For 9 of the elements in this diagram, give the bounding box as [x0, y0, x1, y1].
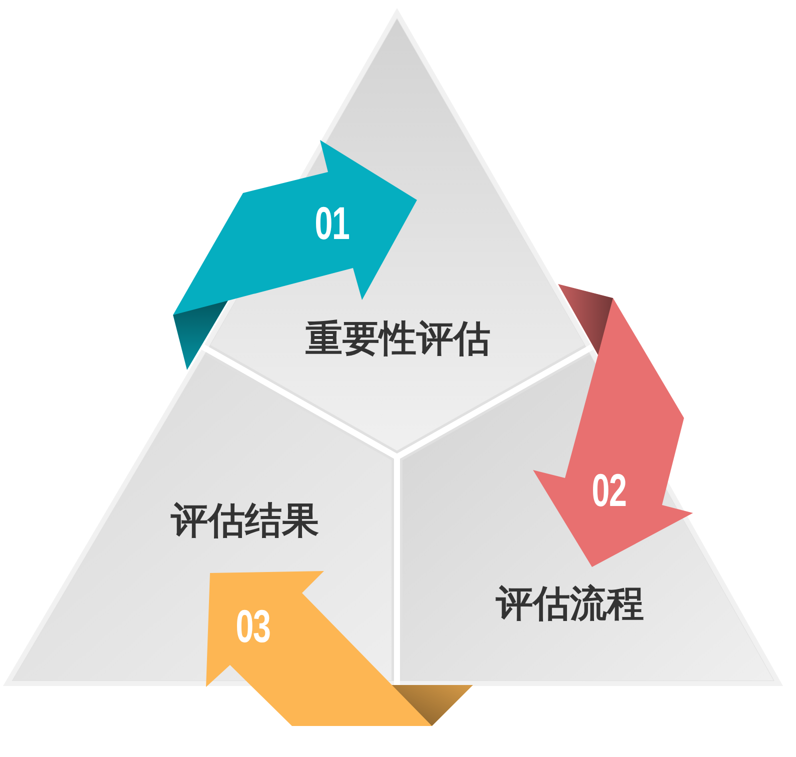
- step-number: 02: [592, 467, 626, 513]
- bent-arrow: [533, 284, 693, 567]
- step-number: 03: [236, 603, 270, 649]
- bent-arrow: [206, 571, 473, 726]
- section-title: 评估结果: [171, 500, 319, 542]
- section-title: 重要性评估: [306, 318, 490, 360]
- bent-arrow: [173, 140, 417, 370]
- section-title: 评估流程: [496, 584, 644, 624]
- step-number: 01: [314, 200, 350, 246]
